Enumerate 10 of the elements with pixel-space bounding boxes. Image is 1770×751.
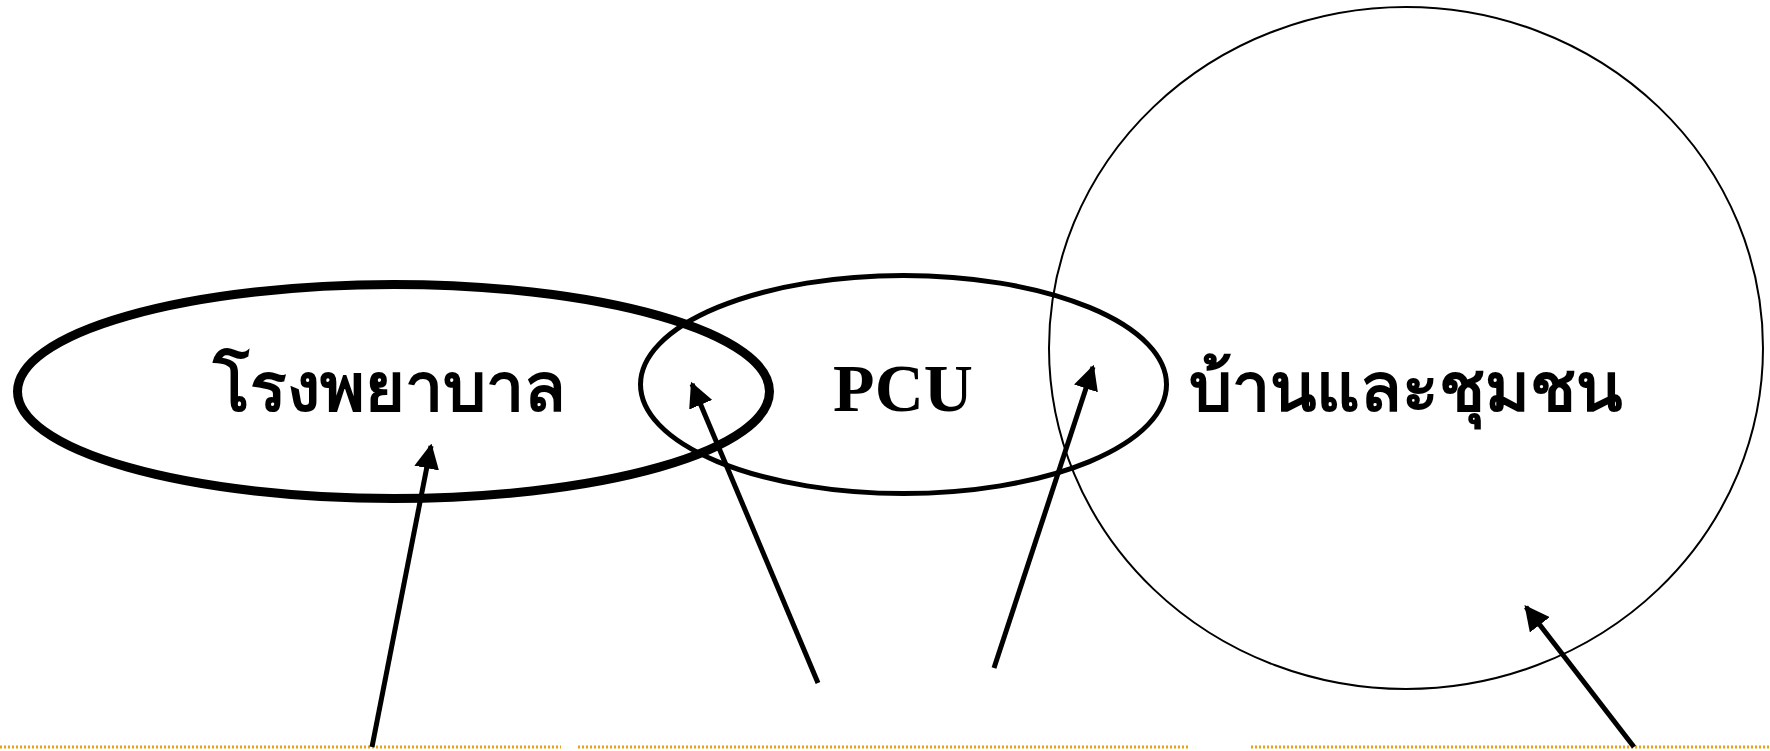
arrow (689, 381, 821, 684)
ellipse-region (12, 279, 774, 503)
arrow (1524, 605, 1636, 749)
ellipse-region (637, 272, 1169, 496)
arrow (369, 443, 439, 748)
region-label: PCU (833, 349, 973, 429)
region-label: บ้านและชุมชน (1188, 348, 1622, 430)
region-label: โรงพยาบาล (212, 348, 566, 429)
circle-region (1048, 6, 1764, 690)
arrow (991, 364, 1098, 669)
